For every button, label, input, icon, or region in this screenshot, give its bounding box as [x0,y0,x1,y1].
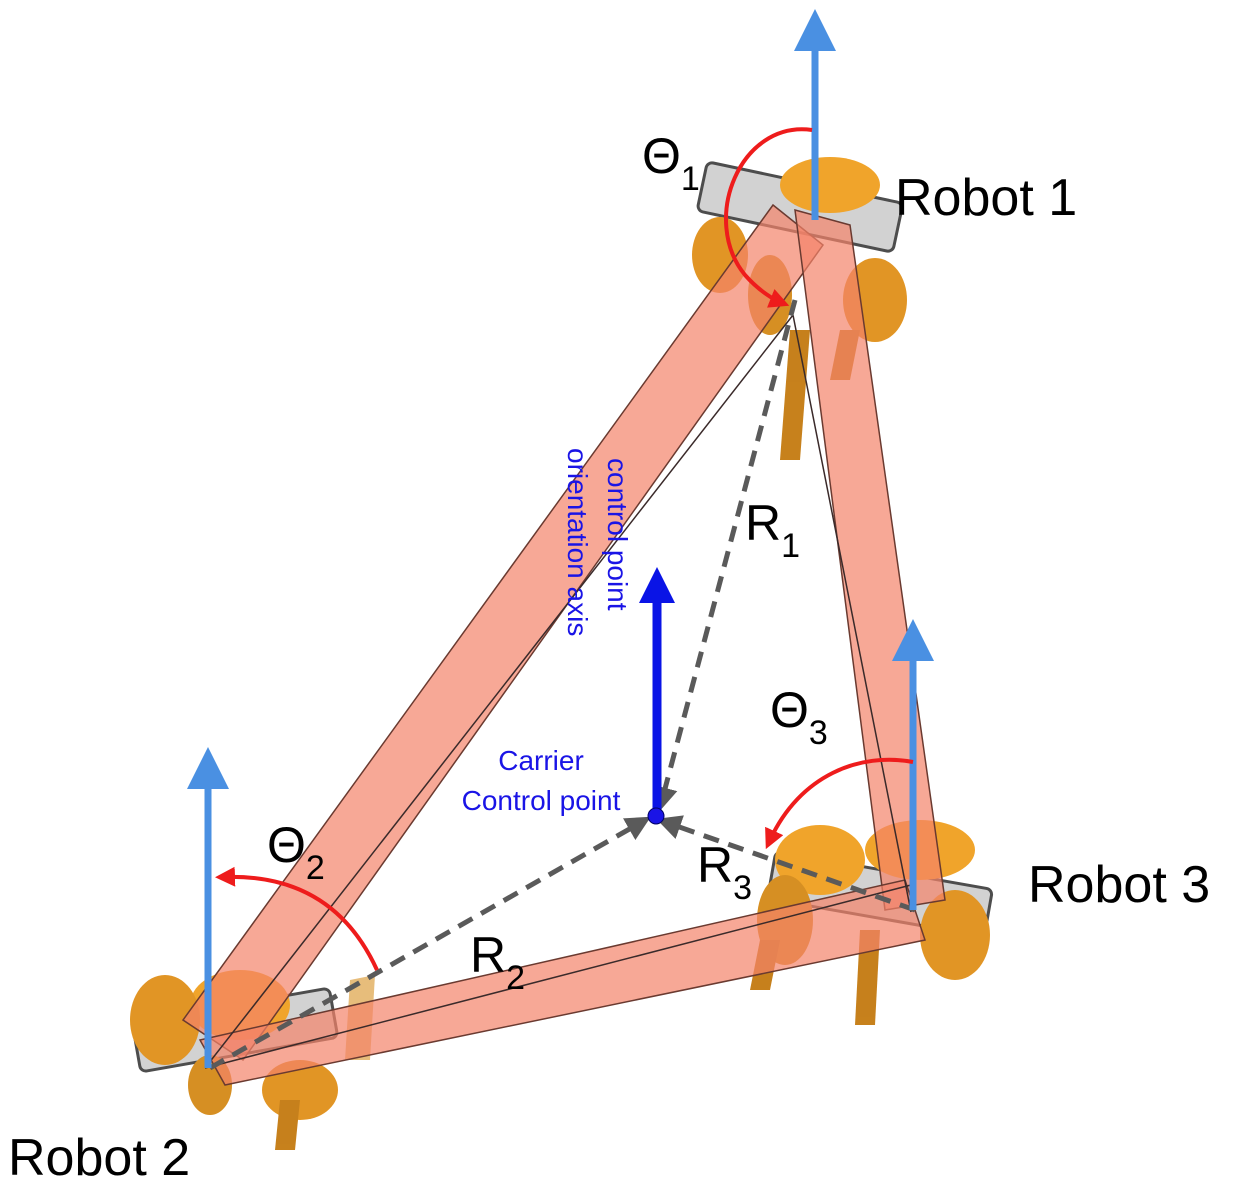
orientation-axis-label-line1: control point [602,458,633,611]
angle-arc-1 [724,127,813,308]
robot-1-label: Robot 1 [895,169,1077,227]
radius-2-label: R2 [470,927,525,997]
control-point-label-line1: Carrier [498,745,584,776]
carrier-links [181,203,946,1086]
robot-2-label: Robot 2 [8,1129,190,1186]
robot-3-label: Robot 3 [1028,856,1210,914]
theta-1-label: Θ1 [642,128,700,198]
angle-arc-2 [215,866,379,971]
radius-line-1 [653,299,798,813]
radius-1-label: R1 [745,495,800,565]
link-robot2-robot3 [198,879,926,1086]
carrier-control-point [647,807,665,825]
link-robot1-robot3 [794,208,946,911]
radius-3-label: R3 [697,837,752,907]
theta-2-label: Θ2 [267,817,325,887]
theta-3-label: Θ3 [770,682,828,752]
orientation-axis-label-line2: orientation axis [562,448,593,636]
radius-line-3 [656,815,916,913]
angle-arc-3 [765,757,914,850]
control-point-label-line2: Control point [462,785,621,816]
radius-line-2 [208,816,651,1071]
